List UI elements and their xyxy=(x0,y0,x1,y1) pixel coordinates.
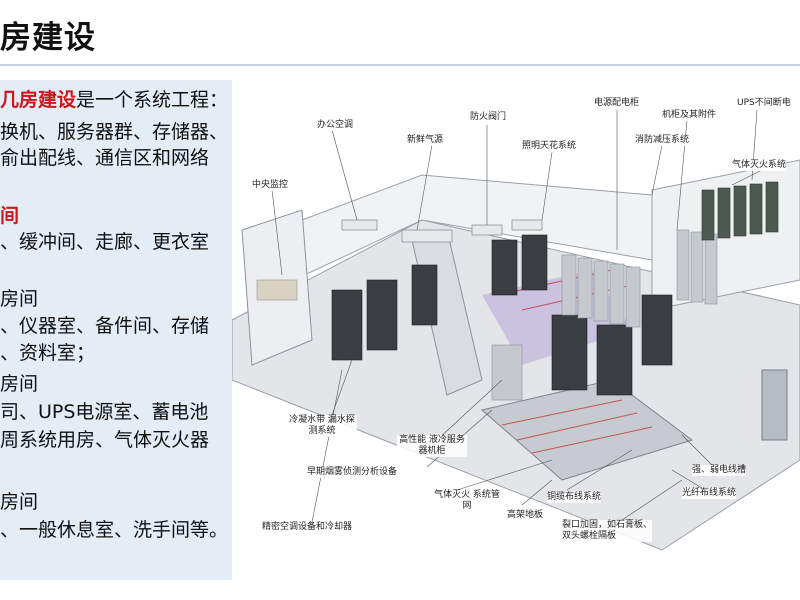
page-title: 房建设 xyxy=(0,20,96,56)
title-divider xyxy=(0,64,800,66)
label-gas-pipe: 气体灭火 系统管网 xyxy=(432,490,502,512)
label-cabinet-accessories: 机柜及其附件 xyxy=(662,110,717,121)
text-line-5: 、缓冲间、走廊、更衣室 xyxy=(0,231,210,253)
label-power-cabinet: 电源配电柜 xyxy=(594,98,640,109)
isometric-room-illustration xyxy=(232,109,800,551)
label-leak-detection: 冷凝水带 漏水探测系统 xyxy=(287,415,357,437)
text-line-12: 房间 xyxy=(0,491,39,513)
label-central-monitor: 中央监控 xyxy=(252,180,289,191)
left-text-panel: 几房建设是一个系统工程： 换机、服务器群、存储器、 俞出配线、通信区和网络 间 … xyxy=(0,80,232,580)
label-raised-floor: 高架地板 xyxy=(507,510,544,521)
label-ups: UPS不间断电 xyxy=(737,98,791,109)
text-line-13: 、一般休息室、洗手间等。 xyxy=(0,519,229,541)
label-liquid-cooled: 高性能 液冷服务器机柜 xyxy=(397,435,467,457)
highlight-text: 几房建设 xyxy=(0,89,77,111)
label-weak-current: 强、弱电线槽 xyxy=(692,465,747,476)
text-line-11: 周系统用房、气体灭火器 xyxy=(0,429,210,451)
label-fire-valve: 防火阀门 xyxy=(470,112,507,123)
label-wall-reinforce: 裂口加固，如石膏板、 双头螺栓隔板 xyxy=(562,520,653,542)
text-line-3: 俞出配线、通信区和网络 xyxy=(0,147,210,169)
label-smoke-exhaust: 消防减压系统 xyxy=(635,135,690,146)
text-line-4: 间 xyxy=(0,205,20,227)
text-line-6: 房间 xyxy=(0,288,39,310)
text-line-2: 换机、服务器群、存储器、 xyxy=(0,121,229,143)
data-center-diagram: 办公空调 新鲜气源 防火阀门 照明天花系统 电源配电柜 机柜及其附件 UPS不间… xyxy=(232,80,800,600)
text-line-1: 几房建设是一个系统工程： xyxy=(0,88,228,112)
label-precision-ac: 精密空调设备和冷却器 xyxy=(262,522,353,533)
label-fresh-air: 新鲜气源 xyxy=(407,135,444,146)
text-line-10: 司、UPS电源室、蓄电池 xyxy=(0,401,209,423)
text-line-8: 、资料室； xyxy=(0,342,96,364)
label-gas-fire-system: 气体灭火系统 xyxy=(732,160,787,171)
text-line-7: 、仪器室、备件间、存储 xyxy=(0,315,210,337)
text-line-1-rest: 是一个系统工程： xyxy=(76,89,229,111)
text-line-9: 房间 xyxy=(0,373,39,395)
label-lighting-ceiling: 照明天花系统 xyxy=(522,141,577,152)
label-fiber: 光纤布线系统 xyxy=(682,488,737,499)
label-office-ac: 办公空调 xyxy=(317,120,354,131)
label-cable-tray: 铜缆布线系统 xyxy=(547,492,602,503)
label-smoke-detection: 早期烟雾侦测分析设备 xyxy=(307,467,398,478)
